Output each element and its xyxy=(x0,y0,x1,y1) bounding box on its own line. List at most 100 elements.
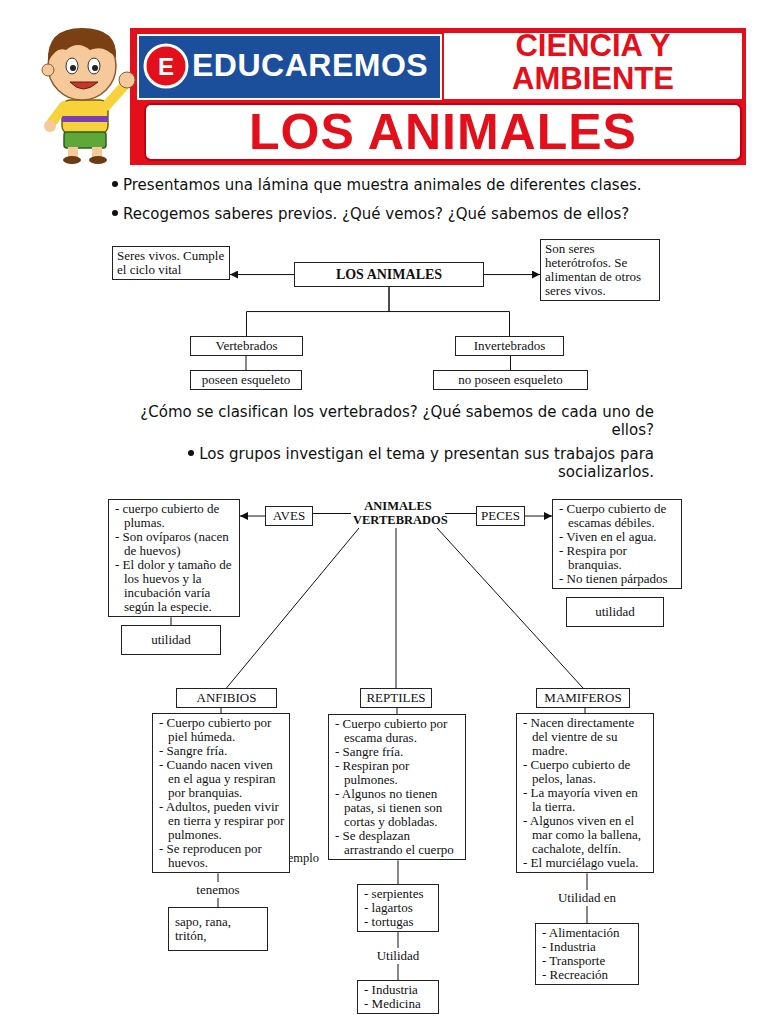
connector-line xyxy=(396,528,397,688)
node-text: - Industria xyxy=(540,940,634,954)
node-text: - Se desplazan arrastrando el cuerpo xyxy=(333,829,461,857)
node-text: utilidad xyxy=(128,633,214,647)
connector-line xyxy=(230,274,294,275)
use-box: - Industria- Medicina xyxy=(357,980,439,1014)
node-text: REPTILES xyxy=(365,691,427,705)
brand-band xyxy=(138,35,441,99)
node-text: - Sangre fría. xyxy=(333,745,461,759)
connector-line xyxy=(484,274,540,275)
node-text: - Cuerpo cubierto de pelos, lanas. xyxy=(521,758,649,786)
hub-text: ANIMALES VERTEBRADOS xyxy=(351,499,445,528)
node-text: - Cuerpo cubierto de escamas débiles. xyxy=(557,502,677,530)
trait-list: - Nacen directamente del vientre de su m… xyxy=(516,713,654,873)
node-text: Vertebrados xyxy=(195,339,298,353)
node-text: - El murciélago vuela. xyxy=(521,856,649,870)
use-box: - Alimentación- Industria- Transporte- R… xyxy=(535,923,639,985)
node-text: - Cuerpo cubierto por escama duras. xyxy=(333,717,461,745)
node-text: Son seres heterótrofos. Se alimentan de … xyxy=(545,242,655,298)
connector-line xyxy=(246,356,247,370)
logo-badge xyxy=(145,45,187,87)
cartoon-child xyxy=(42,28,135,164)
question-text: ¿Cómo se clasifican los vertebrados? ¿Qu… xyxy=(110,403,654,439)
edge-label: Utilidad en xyxy=(555,890,619,906)
class-box: Invertebrados xyxy=(455,336,564,356)
node-text: poseen esqueleto xyxy=(195,373,297,387)
group-box: MAMIFEROS xyxy=(536,688,630,708)
node-text: - Algunos no tienen patas, si tienen son… xyxy=(333,787,461,829)
activity-bullet: Los grupos investigan el tema y presenta… xyxy=(110,445,654,481)
use-box: utilidad xyxy=(121,625,221,655)
connector-line xyxy=(240,516,265,517)
node-text: Seres vivos. Cumple el ciclo vital xyxy=(117,249,225,277)
node-text: - Recreación xyxy=(540,968,634,982)
node-text: no poseen esqueleto xyxy=(438,373,583,387)
trait-list: - cuerpo cubierto de plumas.- Son ovípar… xyxy=(108,499,240,617)
node-text: PECES xyxy=(481,509,520,523)
trait-list: - Cuerpo cubierto de escamas débiles.- V… xyxy=(552,499,682,589)
trait-box: poseen esqueleto xyxy=(190,370,302,390)
note-box: Son seres heterótrofos. Se alimentan de … xyxy=(540,239,660,301)
node-text: - Algunos viven en el mar como la ballen… xyxy=(521,814,649,856)
node-text: - Sangre fría. xyxy=(157,744,285,758)
node-text: AVES xyxy=(270,509,308,523)
node-text: - serpientes xyxy=(362,887,434,901)
connector-line xyxy=(525,516,552,517)
connector-line xyxy=(171,617,172,625)
trait-list: - Cuerpo cubierto por piel húmeda.- Sang… xyxy=(152,713,290,873)
node-text: - El dolor y tamaño de los huevos y la i… xyxy=(113,558,235,614)
node-text: - cuerpo cubierto de plumas. xyxy=(113,502,235,530)
group-box: REPTILES xyxy=(360,688,432,708)
edge-label: tenemos xyxy=(193,882,242,898)
subject-name: CIENCIA Y AMBIENTE xyxy=(444,30,742,95)
connector-line xyxy=(389,287,510,336)
banner-ground xyxy=(130,28,746,165)
trait-box: no poseen esqueleto xyxy=(433,370,588,390)
group-box: PECES xyxy=(476,506,525,526)
connector-line xyxy=(247,287,390,336)
brand-name: EDUCAREMOS xyxy=(192,47,428,84)
node-text: Invertebrados xyxy=(460,339,559,353)
group-box: ANFIBIOS xyxy=(176,688,277,708)
use-box: utilidad xyxy=(566,597,664,627)
node-text: - lagartos xyxy=(362,901,434,915)
node-text: - tortugas xyxy=(362,915,434,929)
node-text: - Adultos, pueden vivir en tierra y resp… xyxy=(157,800,285,842)
connector-line xyxy=(227,528,360,688)
node-text: - Alimentación xyxy=(540,926,634,940)
intro-bullet: Presentamos una lámina que muestra anima… xyxy=(112,176,762,194)
intro-bullet: Recogemos saberes previos. ¿Qué vemos? ¿… xyxy=(112,205,762,223)
connector-line xyxy=(313,513,351,514)
title-bar xyxy=(145,104,741,160)
connector-line xyxy=(445,513,476,514)
root-box: LOS ANIMALES xyxy=(294,262,484,287)
node-text: ANFIBIOS xyxy=(181,691,272,705)
node-text: - No tienen párpados xyxy=(557,572,677,586)
class-box: Vertebrados xyxy=(190,336,303,356)
group-box: AVES xyxy=(265,506,313,526)
node-text: - Transporte xyxy=(540,954,634,968)
node-text: - Cuerpo cubierto por piel húmeda. xyxy=(157,716,285,744)
node-text: - Medicina xyxy=(362,997,434,1011)
node-text: - Industria xyxy=(362,983,434,997)
logo-letter: E xyxy=(145,53,187,81)
trait-list: - Cuerpo cubierto por escama duras.- San… xyxy=(328,714,466,860)
connector-line xyxy=(510,356,511,370)
example-box: - serpientes- lagartos- tortugas xyxy=(357,884,439,932)
node-text: - La mayoría viven en la tierra. xyxy=(521,786,649,814)
node-text: - Son ovíparos (nacen de huevos) xyxy=(113,530,235,558)
connector-line xyxy=(398,860,399,884)
node-text: MAMIFEROS xyxy=(541,691,625,705)
node-text: sapo, rana, tritón, xyxy=(175,915,261,943)
node-text: - Se reproducen por huevos. xyxy=(157,842,285,870)
node-text: - Respira por branquias. xyxy=(557,544,677,572)
node-text: ANIMALES VERTEBRADOS xyxy=(353,500,443,527)
node-text: - Viven en el agua. xyxy=(557,530,677,544)
note-box: Seres vivos. Cumple el ciclo vital xyxy=(112,246,230,280)
node-text: utilidad xyxy=(573,605,657,619)
node-text: - Nacen directamente del vientre de su m… xyxy=(521,716,649,758)
example-box: sapo, rana, tritón, xyxy=(168,907,268,951)
node-text: - Respiran por pulmones. xyxy=(333,759,461,787)
page-title: LOS ANIMALES xyxy=(145,104,741,160)
node-text: LOS ANIMALES xyxy=(303,267,475,282)
node-text: - Cuando nacen viven en el agua y respir… xyxy=(157,758,285,800)
